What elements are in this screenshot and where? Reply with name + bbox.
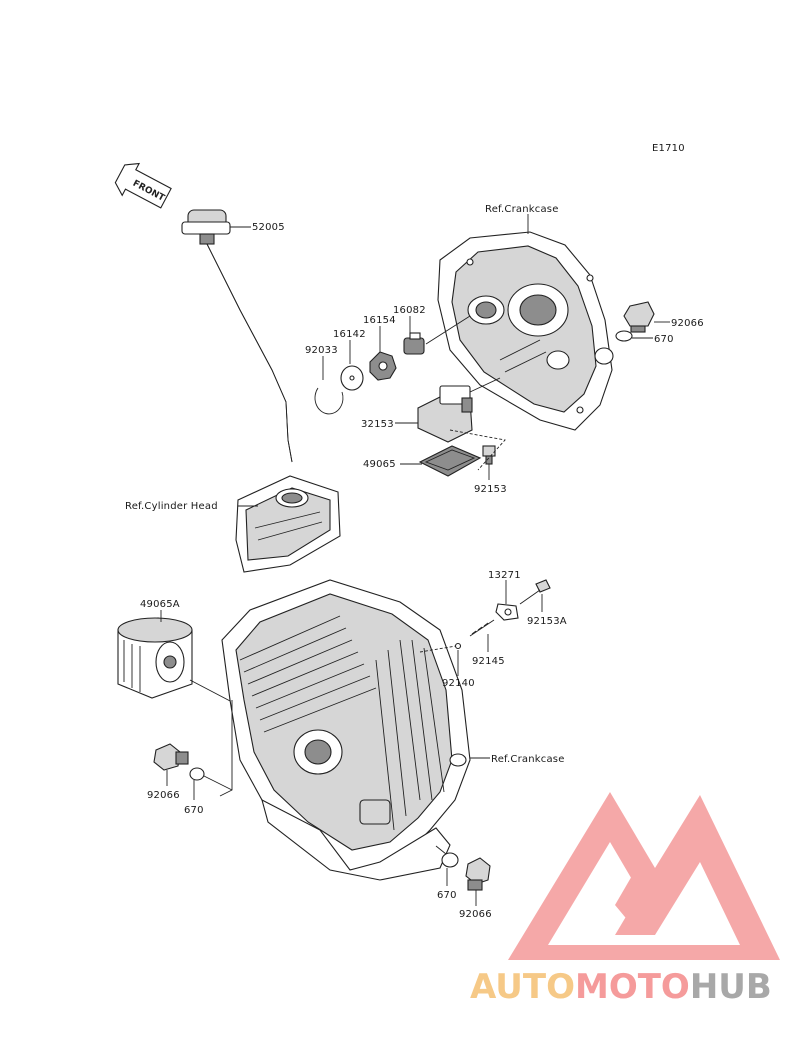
oil-pump-parts	[314, 315, 471, 415]
relief-valve-parts	[419, 579, 551, 653]
front-arrow-icon: FRONT	[114, 162, 172, 209]
drain-plug-bottom-part	[435, 845, 491, 891]
label-92153: 92153	[474, 484, 507, 495]
label-16082: 16082	[393, 305, 426, 316]
label-32153: 32153	[361, 419, 394, 430]
label-92145: 92145	[472, 656, 505, 667]
label-670-bottom: 670	[437, 890, 457, 901]
label-670-top: 670	[654, 334, 674, 345]
label-670-left: 670	[184, 805, 204, 816]
drain-plug-left-part	[153, 743, 233, 791]
label-16142: 16142	[333, 329, 366, 340]
oil-filter-part	[117, 617, 233, 703]
label-92066-bottom: 92066	[459, 909, 492, 920]
dipstick-part	[181, 209, 293, 463]
drain-plug-top-part	[615, 301, 655, 342]
watermark-logo: AUTOMOTOHUB	[470, 792, 780, 1007]
label-92066-left: 92066	[147, 790, 180, 801]
ref-crankcase-bottom: Ref.Crankcase	[491, 754, 565, 765]
label-92140: 92140	[442, 678, 475, 689]
label-16154: 16154	[363, 315, 396, 326]
crankcase-main-part	[219, 579, 471, 881]
label-52005: 52005	[252, 222, 285, 233]
ref-crankcase-top: Ref.Crankcase	[485, 204, 559, 215]
diagram-code: E1710	[652, 143, 685, 154]
ref-cylinder-head: Ref.Cylinder Head	[125, 501, 218, 512]
watermark-text: AUTOMOTOHUB	[470, 967, 772, 1007]
label-92033: 92033	[305, 345, 338, 356]
crankcase-cover-part	[437, 231, 614, 431]
label-92066-top: 92066	[671, 318, 704, 329]
label-49065: 49065	[363, 459, 396, 470]
label-92153A: 92153A	[527, 616, 567, 627]
oil-screen-parts	[417, 377, 506, 477]
label-49065A: 49065A	[140, 599, 180, 610]
cylinder-head-part	[235, 475, 341, 573]
label-13271: 13271	[488, 570, 521, 581]
